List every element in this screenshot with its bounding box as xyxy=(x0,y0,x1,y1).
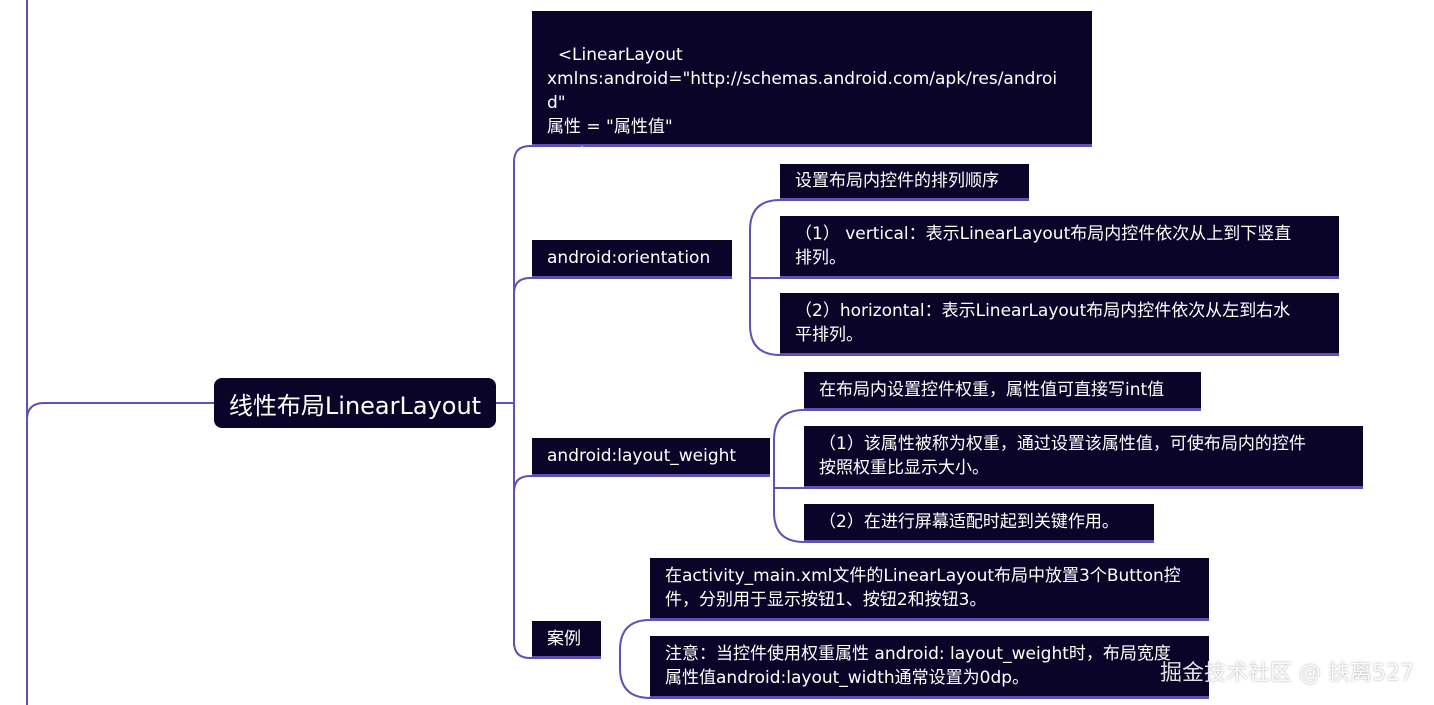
example-item-2: 注意：当控件使用权重属性 android: layout_weight时，布局宽… xyxy=(650,636,1209,698)
orientation-label: android:orientation xyxy=(547,248,711,268)
xml-code-text: <LinearLayout xmlns:android="http://sche… xyxy=(547,45,1058,161)
orientation-node: android:orientation xyxy=(532,240,732,278)
orientation-option-1-text: （1） vertical：表示LinearLayout布局内控件依次从上到下竖直… xyxy=(795,224,1292,268)
example-label: 案例 xyxy=(547,628,581,649)
xml-code-node: <LinearLayout xmlns:android="http://sche… xyxy=(532,11,1092,161)
example-item-1: 在activity_main.xml文件的LinearLayout布局中放置3个… xyxy=(650,558,1209,620)
orientation-desc-node: 设置布局内控件的排列顺序 xyxy=(780,164,1029,200)
root-label: 线性布局LinearLayout xyxy=(228,391,482,420)
example-item-2-text: 注意：当控件使用权重属性 android: layout_weight时，布局宽… xyxy=(665,644,1171,688)
example-node: 案例 xyxy=(532,621,601,658)
watermark: 掘金技术社区 @ 扶离527 xyxy=(1160,661,1414,686)
weight-desc-node: 在布局内设置控件权重，属性值可直接写int值 xyxy=(804,372,1201,410)
orientation-desc: 设置布局内控件的排列顺序 xyxy=(795,171,999,191)
root-node: 线性布局LinearLayout xyxy=(214,378,496,428)
weight-desc: 在布局内设置控件权重，属性值可直接写int值 xyxy=(819,380,1165,400)
weight-option-2: （2）在进行屏幕适配时起到关键作用。 xyxy=(804,504,1154,542)
orientation-option-2: （2）horizontal：表示LinearLayout布局内控件依次从左到右水… xyxy=(780,293,1339,355)
weight-option-1: （1）该属性被称为权重，通过设置该属性值，可使布局内的控件 按照权重比显示大小。 xyxy=(804,426,1363,488)
orientation-option-2-text: （2）horizontal：表示LinearLayout布局内控件依次从左到右水… xyxy=(795,301,1291,345)
weight-label: android:layout_weight xyxy=(547,446,737,466)
example-item-1-text: 在activity_main.xml文件的LinearLayout布局中放置3个… xyxy=(665,566,1181,610)
weight-node: android:layout_weight xyxy=(532,438,770,476)
orientation-option-1: （1） vertical：表示LinearLayout布局内控件依次从上到下竖直… xyxy=(780,216,1339,278)
weight-option-1-text: （1）该属性被称为权重，通过设置该属性值，可使布局内的控件 按照权重比显示大小。 xyxy=(819,434,1306,478)
weight-option-2-text: （2）在进行屏幕适配时起到关键作用。 xyxy=(819,512,1119,532)
